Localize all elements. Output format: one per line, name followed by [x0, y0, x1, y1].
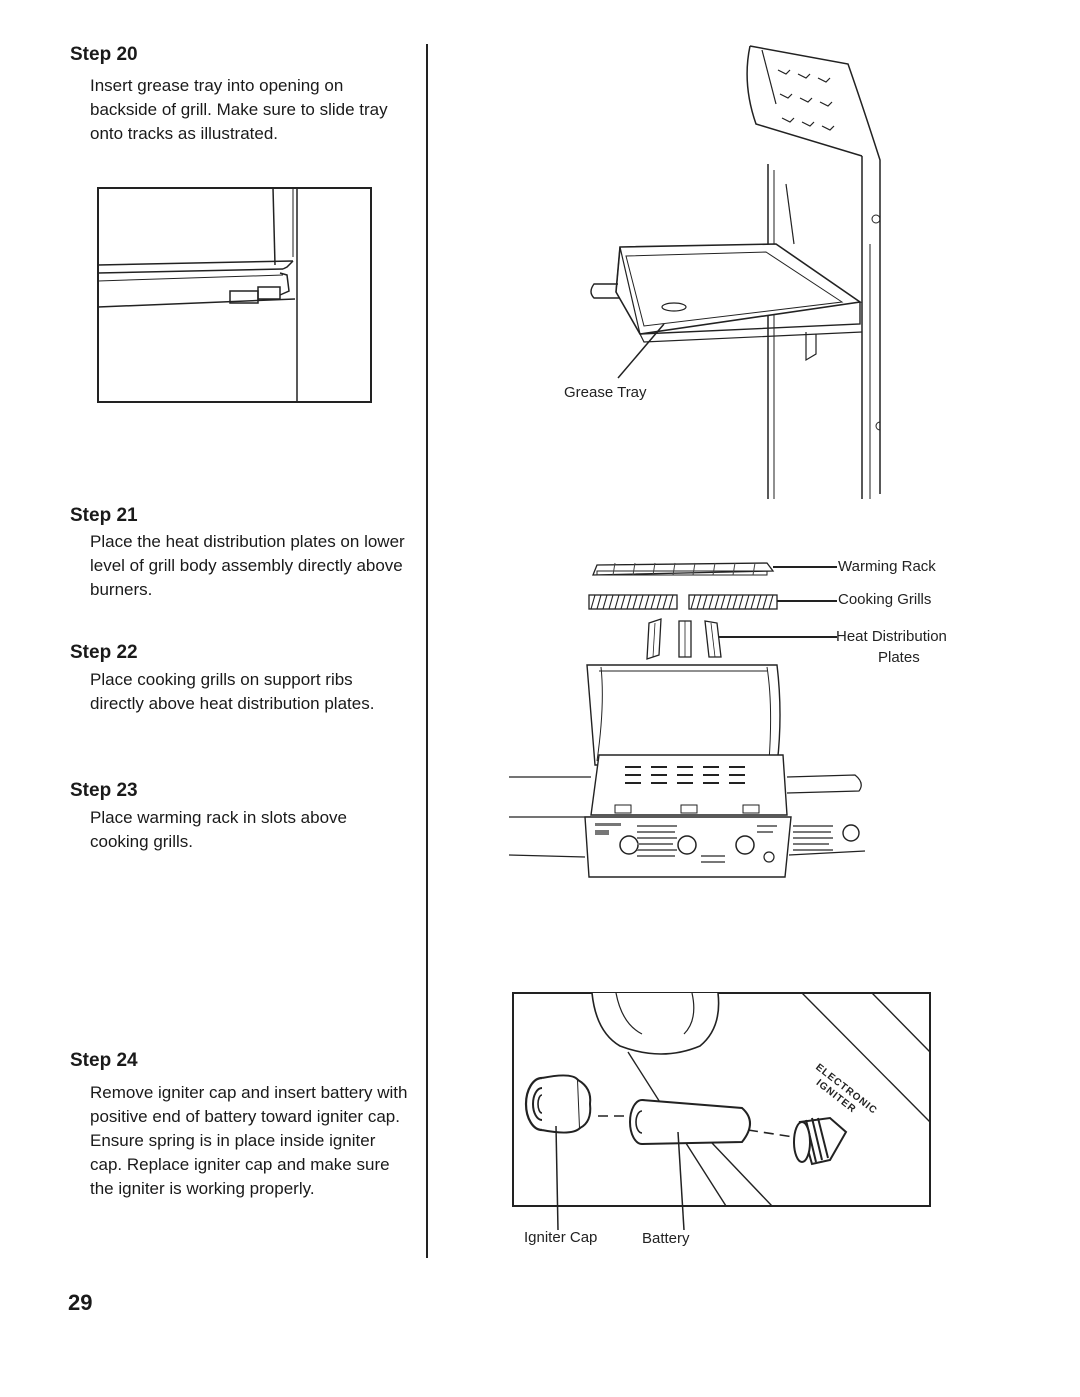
step-20-text: Insert grease tray into opening on backs…	[90, 76, 388, 143]
grease-tray-label: Grease Tray	[564, 384, 647, 401]
step-24-title: Step 24	[70, 1050, 138, 1071]
step-22-text: Place cooking grills on support ribs dir…	[90, 670, 375, 713]
warming-rack-label: Warming Rack	[838, 558, 936, 575]
heat-distribution-label-line2: Plates	[878, 649, 920, 666]
step-20-title: Step 20	[70, 44, 138, 65]
step-23-title: Step 23	[70, 780, 138, 801]
step-22-title: Step 22	[70, 642, 138, 663]
igniter-cap-label: Igniter Cap	[524, 1229, 598, 1246]
battery-label: Battery	[642, 1230, 690, 1247]
cooking-grills-label: Cooking Grills	[838, 591, 932, 608]
step-21-title: Step 21	[70, 505, 138, 526]
page-number: 29	[68, 1290, 93, 1315]
grill-parts-illustration	[508, 562, 866, 878]
step-24-text: Remove igniter cap and insert battery wi…	[90, 1083, 408, 1198]
step-21-text: Place the heat distribution plates on lo…	[90, 532, 405, 599]
grease-tray-illustration	[590, 45, 881, 499]
igniter-illustration	[512, 992, 931, 1231]
column-divider	[426, 44, 428, 1258]
step-23-text: Place warming rack in slots above cookin…	[90, 808, 348, 851]
grease-tray-closeup-illustration	[97, 187, 372, 403]
heat-distribution-label: Heat Distribution	[836, 628, 947, 645]
